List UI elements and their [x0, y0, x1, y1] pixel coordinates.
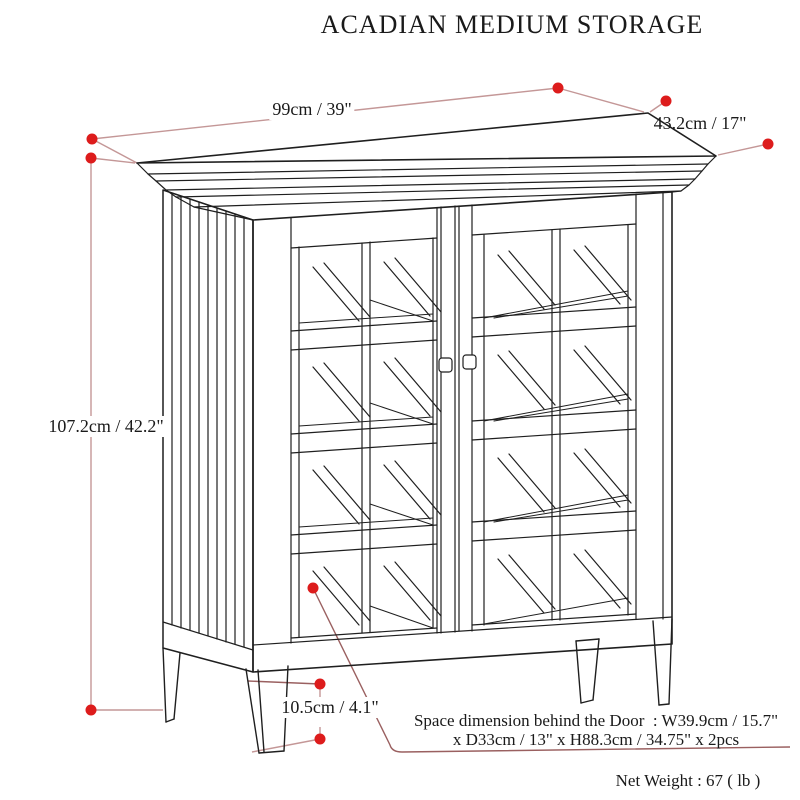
cabinet-front	[252, 191, 673, 673]
left-door	[290, 207, 438, 644]
leader-line	[247, 587, 791, 753]
cabinet-top	[136, 112, 717, 221]
net-weight-label: Net Weight : 67 ( lb )	[615, 771, 761, 790]
cabinet-outline	[136, 112, 717, 754]
left-door-knob	[438, 357, 453, 373]
depth-dimension-label: 43.2cm / 17"	[653, 113, 747, 133]
door-knobs	[438, 354, 477, 373]
cabinet-left-side	[162, 189, 254, 673]
width-dimension-label: 99cm / 39"	[269, 99, 355, 120]
height-dimension-label: 107.2cm / 42.2"	[45, 416, 167, 437]
dimension-lines	[90, 87, 769, 753]
dimension-dots	[85, 82, 774, 745]
right-door-knob	[462, 354, 477, 370]
diagram-title: ACADIAN MEDIUM STORAGE	[320, 10, 704, 39]
right-door	[471, 193, 637, 626]
leg-height-dimension-label: 10.5cm / 4.1"	[278, 697, 382, 718]
space-behind-door-line2: x D33cm / 13" x H88.3cm / 34.75" x 2pcs	[452, 730, 740, 749]
space-behind-door-line1: Space dimension behind the Door : W39.9c…	[413, 711, 779, 730]
door-center-stiles	[440, 204, 473, 634]
space-behind-door-note: Space dimension behind the Door : W39.9c…	[414, 711, 778, 749]
